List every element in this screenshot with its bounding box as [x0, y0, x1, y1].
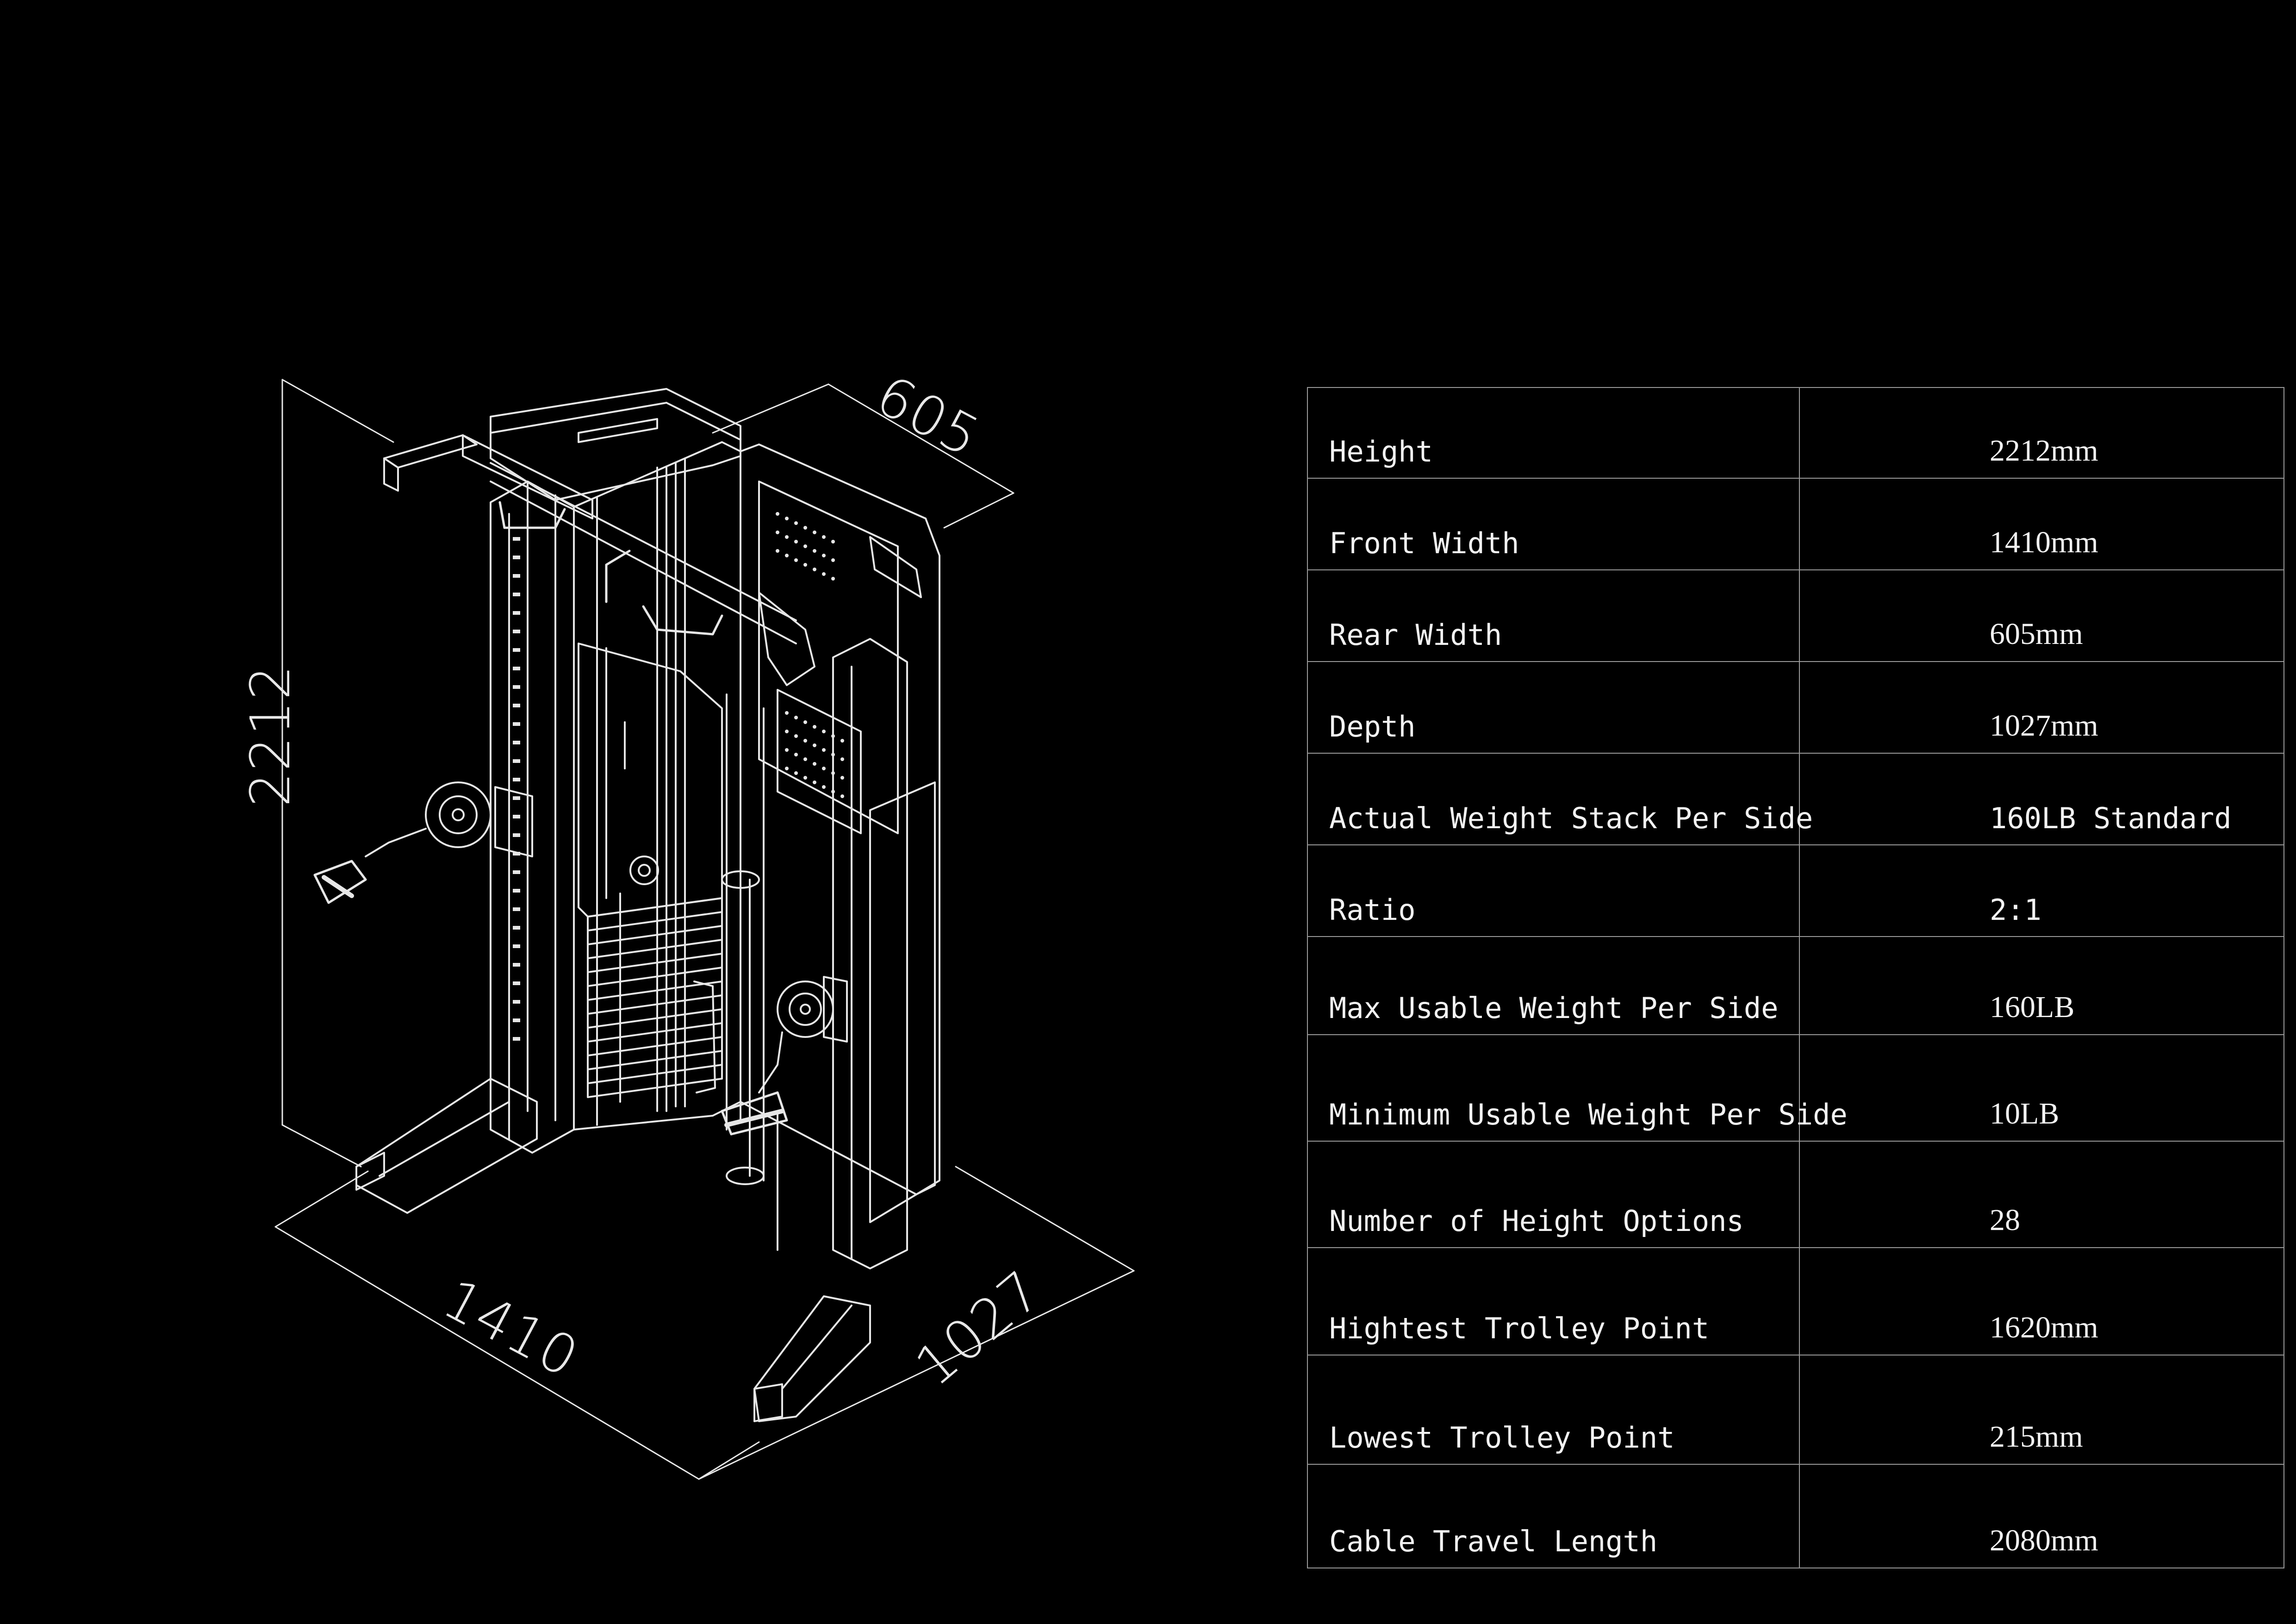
spec-value: 1027mm [1799, 661, 2284, 754]
rear-width-dimension-lines [712, 383, 1014, 529]
center-cable [721, 870, 778, 1251]
right-pulley-assembly [721, 976, 848, 1136]
spec-value: 2212mm [1799, 387, 2284, 479]
right-base [753, 1295, 871, 1422]
spec-value: 605mm [1799, 569, 2284, 662]
spec-label: Hightest Trolley Point [1307, 1247, 1800, 1355]
spec-label: Depth [1307, 661, 1800, 754]
spec-label: Max Usable Weight Per Side [1307, 936, 1800, 1035]
spec-label: Rear Width [1307, 569, 1800, 662]
spec-label: Ratio [1307, 844, 1800, 937]
left-pulley-assembly [313, 781, 533, 904]
height-dimension-label: 2212 [238, 664, 303, 807]
left-base [355, 1078, 538, 1214]
spec-label: Number of Height Options [1307, 1141, 1800, 1248]
spec-value: 10LB [1799, 1034, 2284, 1142]
spec-label: Front Width [1307, 478, 1800, 570]
spec-value: 2:1 [1799, 844, 2284, 937]
spec-label: Cable Travel Length [1307, 1464, 1800, 1568]
spec-label: Minimum Usable Weight Per Side [1307, 1034, 1848, 1142]
spec-value: 1620mm [1799, 1247, 2284, 1355]
spec-value: 2080mm [1799, 1464, 2284, 1568]
spec-value: 160LB [1799, 936, 2284, 1035]
top-frame [383, 388, 815, 686]
spec-label: Actual Weight Stack Per Side [1307, 753, 1813, 845]
spec-label: Height [1307, 387, 1800, 479]
spec-value: 215mm [1799, 1355, 2284, 1465]
pull-up-handles [498, 501, 723, 636]
front-width-dimension-lines [274, 1170, 760, 1480]
height-dimension-lines [281, 379, 394, 1168]
spec-value: 160LB Standard [1799, 753, 2284, 845]
spec-label: Lowest Trolley Point [1307, 1355, 1800, 1465]
spec-value: 1410mm [1799, 478, 2284, 570]
depth-dimension-lines [698, 1166, 1135, 1480]
right-upright [832, 638, 936, 1269]
spec-value: 28 [1799, 1141, 2284, 1248]
weight-stack [587, 883, 723, 1103]
left-hole-column [513, 537, 520, 1041]
